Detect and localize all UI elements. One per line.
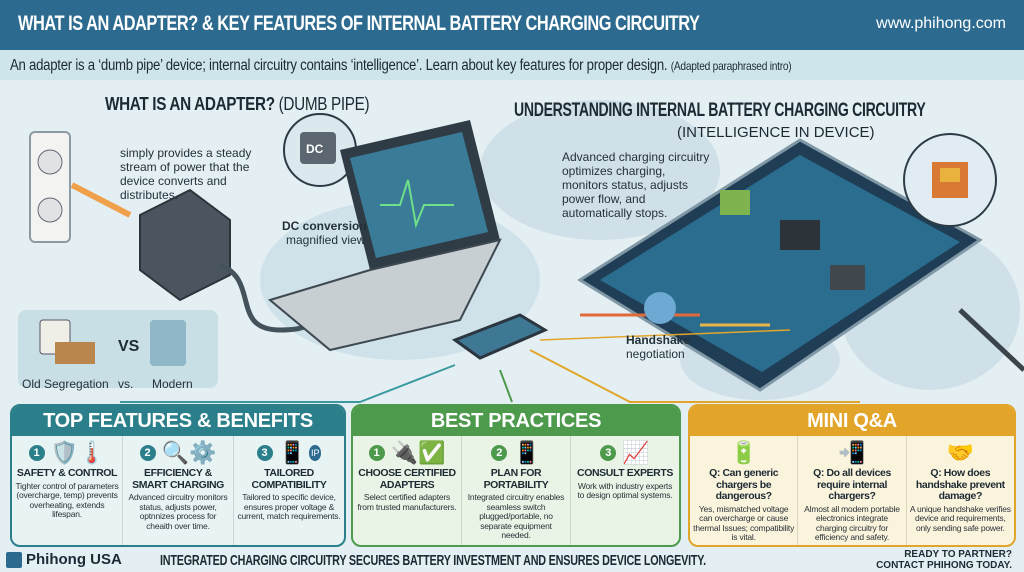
circuitry-subtitle: (INTELLIGENCE IN DEVICE) xyxy=(677,124,875,141)
features-panel: TOP FEATURES & BENEFITS 1 🛡️🌡️ SAFETY & CO… xyxy=(10,404,346,547)
feature-number: 3 xyxy=(256,445,273,461)
battery-alert-icon: 🔋 xyxy=(729,440,758,465)
circuitry-title: UNDERSTANDING INTERNAL BATTERY CHARGING … xyxy=(514,100,926,121)
handshake-arrows-icon xyxy=(580,292,770,327)
intro-text: An adapter is a ‘dumb pipe’ device; inte… xyxy=(10,57,792,75)
footer-tagline: INTEGRATED CHARGING CIRCUITRY SECURES BA… xyxy=(160,552,706,569)
handshake-icon: 🤝 xyxy=(946,440,975,465)
dc-conversion-sub: magnified view xyxy=(286,233,366,247)
features-title: TOP FEATURES & BENEFITS xyxy=(12,406,344,436)
phone-icon xyxy=(451,313,549,360)
cta-line-2: CONTACT PHIHONG TODAY. xyxy=(876,560,1012,571)
qa-answer: Almost all modem portable electronics in… xyxy=(804,503,900,542)
practice-number: 1 xyxy=(368,445,385,461)
vs-small-label: vs. xyxy=(118,377,134,391)
certified-adapter-icon: 🔌✅ xyxy=(390,440,446,465)
old-segregation-label: Old Segregation xyxy=(22,377,109,391)
dc-chip-label: DC xyxy=(306,142,324,156)
qa-item: 📲Q: Do all devices require internal char… xyxy=(798,436,907,545)
power-arrow xyxy=(70,182,132,218)
illustration: DC xyxy=(18,100,1024,403)
feature-number: 2 xyxy=(139,445,156,461)
header-bar xyxy=(0,0,1024,50)
logo-text: Phihong USA xyxy=(26,551,122,568)
tablet-arrows-icon: 📲 xyxy=(838,440,866,465)
qa-question: Q: Can generic chargers be dangerous? xyxy=(709,467,779,502)
qa-title: MINI Q&A xyxy=(690,406,1014,436)
inductor-magnifier-icon xyxy=(903,133,997,227)
vs-label: VS xyxy=(118,338,140,355)
handshake-title: Handshake xyxy=(626,333,691,347)
footer-cta: READY TO PARTNER?CONTACT PHIHONG TODAY. xyxy=(876,549,1012,571)
adapter-title: WHAT IS AN ADAPTER? xyxy=(105,94,275,114)
intro-main: An adapter is a ‘dumb pipe’ device; inte… xyxy=(10,57,668,74)
practice-desc: Select certified adapters from trusted m… xyxy=(357,492,457,512)
qa-question: Q: Do all devices require internal charg… xyxy=(813,467,891,502)
practice-title: CONSULT EXPERTS xyxy=(577,467,673,479)
charger-icon xyxy=(139,188,231,302)
qa-question: Q: How does handshake prevent damage? xyxy=(915,467,1005,502)
feature-title: EFFICIENCY & SMART CHARGING xyxy=(132,467,224,491)
shield-thermometer-icon: 🛡️🌡️ xyxy=(50,440,106,465)
qa-item: 🔋Q: Can generic chargers be dangerous?Ye… xyxy=(690,436,799,545)
practices-panel: BEST PRACTICES 1 🔌✅CHOOSE CERTIFIED ADAPT… xyxy=(351,404,681,547)
feature-title: SAFETY & CONTROL xyxy=(16,467,118,479)
qa-answer: Yes, mismatched voltage can overcharge o… xyxy=(693,503,795,542)
feature-desc: Tailored to specific device, ensures pro… xyxy=(237,492,341,521)
practice-desc: Integrated circuitry enables seamless sw… xyxy=(467,492,565,540)
qa-panel: MINI Q&A 🔋Q: Can generic chargers be dan… xyxy=(688,404,1016,547)
intro-band xyxy=(0,50,1024,80)
feature-number: 1 xyxy=(28,445,45,461)
modern-label: Modern xyxy=(152,377,193,391)
compare-box xyxy=(18,310,218,388)
intro-note: (Adapted paraphrased intro) xyxy=(670,59,792,73)
website-url: www.phihong.com xyxy=(876,15,1006,32)
feature-title: TAILORED COMPATIBILITY xyxy=(251,467,327,491)
practice-number: 3 xyxy=(600,445,617,461)
practice-number: 2 xyxy=(491,445,508,461)
qa-item: 🤝Q: How does handshake prevent damage?A … xyxy=(907,436,1014,545)
dc-magnifier-icon xyxy=(283,113,357,187)
presentation-icon: 📈 xyxy=(622,440,650,465)
adapter-title-paren: (DUMB PIPE) xyxy=(278,94,370,114)
practice-title: CHOOSE CERTIFIED ADAPTERS xyxy=(358,467,456,491)
circuitry-caption: Advanced charging circuitry optimizes ch… xyxy=(562,150,710,220)
practice-desc: Work with industry experts to design opt… xyxy=(577,480,673,500)
wall-outlet-icon xyxy=(29,131,71,243)
tablet-phone-icon: 📱 xyxy=(513,440,541,465)
magnifier-chart-gear-icon: 🔍⚙️ xyxy=(161,440,217,465)
feature-desc: Advanced circuitry monitors status, adju… xyxy=(128,492,228,531)
adapter-caption: simply provides a steady stream of power… xyxy=(120,146,252,202)
adapter-heading: WHAT IS AN ADAPTER? (DUMB PIPE) xyxy=(105,94,370,115)
practice-title: PLAN FOR PORTABILITY xyxy=(483,467,549,491)
handshake-sub: negotiation xyxy=(626,347,685,361)
ip-badge: IP xyxy=(308,445,322,461)
phihong-logo-icon xyxy=(6,551,22,568)
laptop-icon xyxy=(267,120,502,352)
qa-answer: A unique handshake verifies device and r… xyxy=(909,503,1011,533)
circuit-tablet-icon xyxy=(577,138,983,392)
phihong-logo: Phihong USA xyxy=(6,551,122,568)
feature-desc: Tighter control of parameters (overcharg… xyxy=(15,480,119,519)
tablet-check-icon: 📱 xyxy=(278,440,306,465)
cta-line-1: READY TO PARTNER? xyxy=(904,549,1012,560)
practices-title: BEST PRACTICES xyxy=(353,406,679,436)
page-title: WHAT IS AN ADAPTER? & KEY FEATURES OF IN… xyxy=(18,12,700,35)
usb-cable xyxy=(958,308,1024,372)
dc-conversion-title: DC conversion xyxy=(282,219,367,233)
